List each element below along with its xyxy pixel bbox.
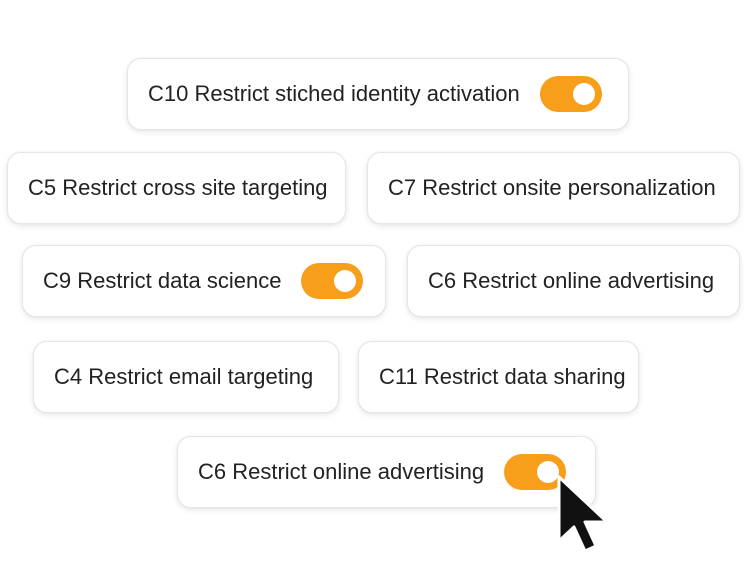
toggle-knob: [572, 83, 595, 105]
policy-chip-c6[interactable]: C6 Restrict online advertising: [407, 245, 740, 317]
policy-label: C4 Restrict email targeting: [54, 364, 314, 389]
policy-label: C5 Restrict cross site targeting: [28, 175, 328, 200]
policy-label: C10 Restrict stiched identity activation: [148, 81, 520, 106]
policy-chip-c4[interactable]: C4 Restrict email targeting: [33, 341, 339, 413]
policy-label: C9 Restrict data science: [43, 268, 282, 293]
policy-chip-c7[interactable]: C7 Restrict onsite personalization: [367, 152, 740, 224]
policy-label: C7 Restrict onsite personalization: [388, 175, 716, 200]
toggle-switch-on[interactable]: [539, 76, 602, 112]
policy-chip-c9[interactable]: C9 Restrict data science: [22, 245, 386, 317]
policy-chip-c11[interactable]: C11 Restrict data sharing: [358, 341, 639, 413]
policy-label: C6 Restrict online advertising: [428, 268, 715, 293]
toggle-knob: [334, 270, 357, 292]
policy-label: C11 Restrict data sharing: [379, 364, 626, 389]
toggle-switch-on[interactable]: [301, 263, 364, 299]
policy-chip-c6-selected[interactable]: C6 Restrict online advertising: [177, 436, 596, 508]
toggle-switch-on[interactable]: [504, 454, 567, 490]
policy-chip-c10[interactable]: C10 Restrict stiched identity activation: [127, 58, 629, 130]
toggle-knob: [537, 461, 560, 483]
mouse-pointer-icon: [557, 475, 609, 553]
policy-label: C6 Restrict online advertising: [198, 459, 485, 484]
policy-chip-c5[interactable]: C5 Restrict cross site targeting: [7, 152, 346, 224]
